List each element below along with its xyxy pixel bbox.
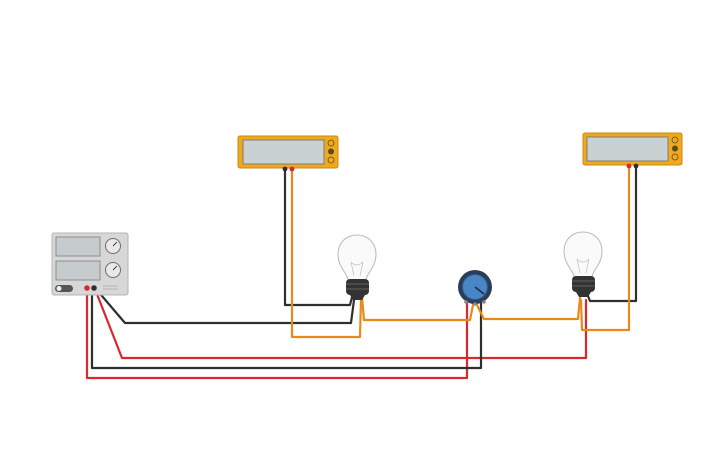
voltage-display xyxy=(55,236,101,257)
multimeter-1-screen xyxy=(242,139,325,165)
wire-orange-bulb1-to-pot[interactable] xyxy=(360,295,476,322)
multimeter-1[interactable] xyxy=(237,135,339,172)
current-display xyxy=(55,260,101,281)
multimeter-1-mode-v[interactable] xyxy=(328,148,334,155)
multimeter-2-mode-a[interactable] xyxy=(671,136,679,144)
wire-black-supply-to-pot[interactable] xyxy=(90,287,483,370)
bulb-2-base xyxy=(572,276,595,292)
wire-orange-meter1-to-bulb1[interactable] xyxy=(290,168,363,339)
multimeter-1-com-probe[interactable] xyxy=(282,166,288,172)
power-supply[interactable] xyxy=(51,232,129,296)
bulb-2-glass xyxy=(563,231,603,279)
multimeter-2-pos-probe[interactable] xyxy=(626,163,632,169)
wire-black-meter2-to-bulb2[interactable] xyxy=(586,165,638,303)
potentiometer-indicator xyxy=(474,286,485,295)
potentiometer[interactable] xyxy=(458,270,492,306)
multimeter-2-mode-v[interactable] xyxy=(672,145,678,152)
multimeter-1-pos-probe[interactable] xyxy=(289,166,295,172)
multimeter-2-com-probe[interactable] xyxy=(633,163,639,169)
wire-black-meter1-to-bulb1[interactable] xyxy=(283,168,354,307)
light-bulb-1[interactable] xyxy=(337,234,377,300)
wire-orange-pot-to-bulb2[interactable] xyxy=(474,296,582,321)
light-bulb-2[interactable] xyxy=(563,231,603,297)
wires xyxy=(85,165,638,380)
wire-red-supply-to-pot[interactable] xyxy=(85,287,469,380)
positive-terminal[interactable] xyxy=(84,285,90,291)
multimeter-1-mode-a[interactable] xyxy=(327,139,335,147)
wire-orange-meter2-to-bulb2[interactable] xyxy=(579,165,631,332)
multimeter-1-mode-r[interactable] xyxy=(327,156,335,164)
negative-terminal[interactable] xyxy=(91,285,97,291)
wire-black-supply-to-bulb1[interactable] xyxy=(94,287,356,325)
multimeter-2-screen xyxy=(586,136,669,162)
bulb-1-base xyxy=(346,279,369,295)
bulb-1-glass xyxy=(337,234,377,282)
multimeter-2[interactable] xyxy=(582,132,683,169)
multimeter-2-mode-r[interactable] xyxy=(671,153,679,161)
